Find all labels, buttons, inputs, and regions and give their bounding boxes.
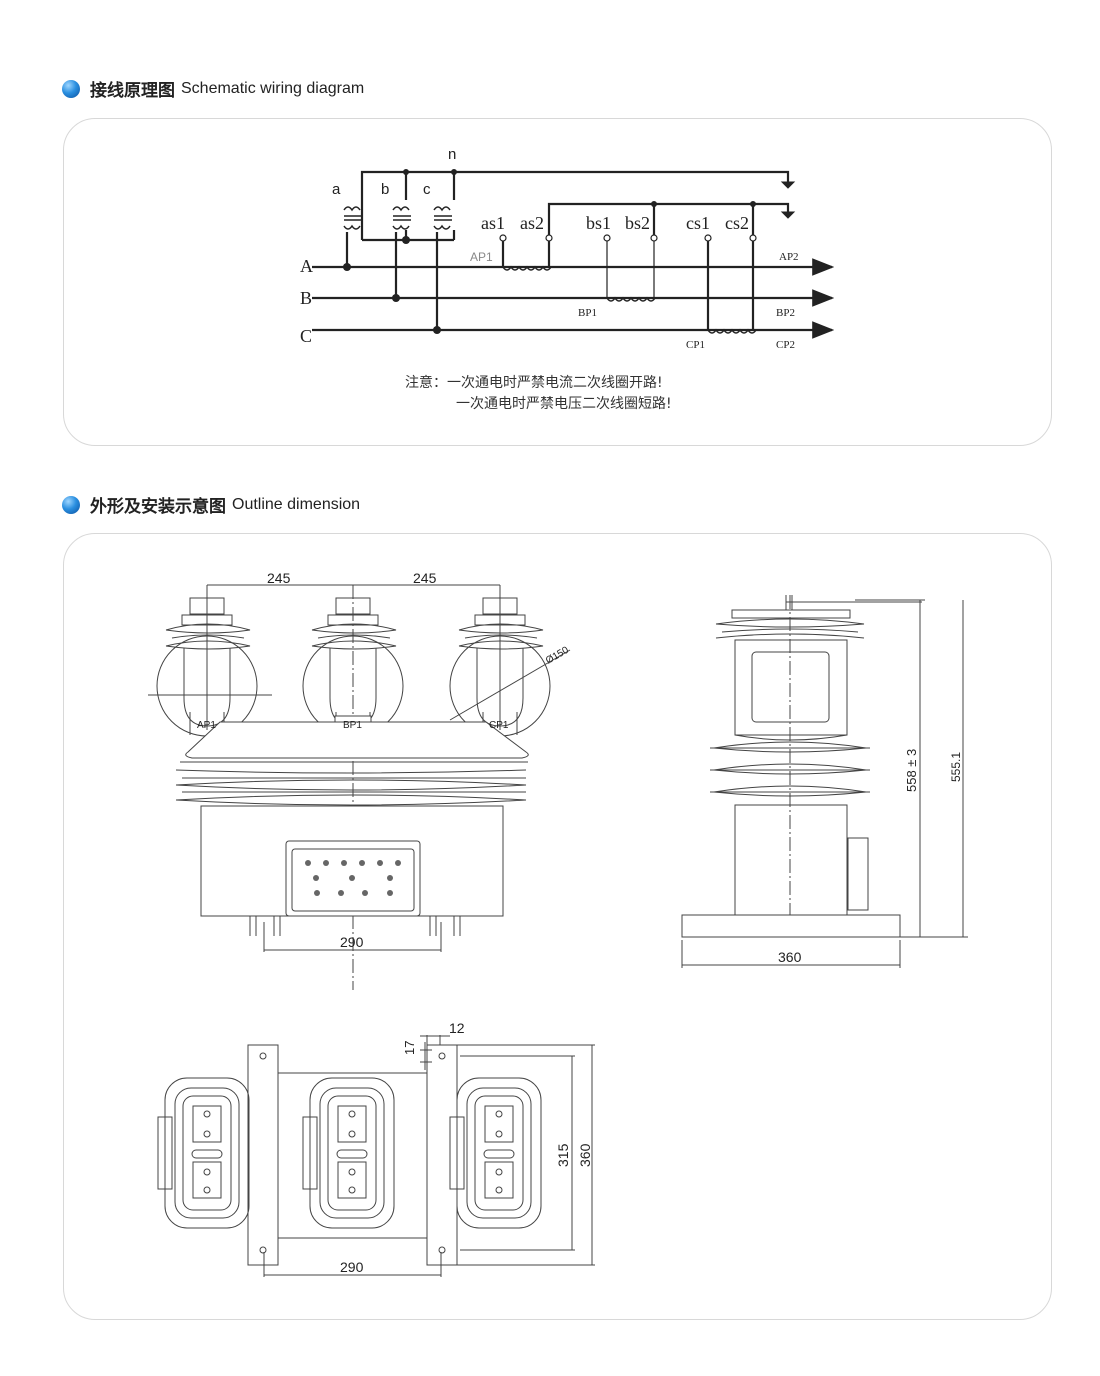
term-ap1: AP1	[197, 720, 216, 731]
top-view	[157, 1035, 595, 1277]
dim-top-base: 290	[340, 1259, 364, 1275]
dim-outer: 360	[577, 1143, 593, 1167]
term-cp1: CP1	[489, 720, 509, 731]
label-n: n	[448, 146, 456, 163]
dim-slot-length: 17	[402, 1041, 417, 1055]
side-view	[681, 595, 968, 968]
note-label: 注意：	[405, 375, 447, 391]
dim-diameter: Ø150	[544, 645, 571, 667]
title-en: Outline dimension	[232, 495, 361, 513]
dim-height-tol: 558 ± 3	[904, 749, 919, 792]
term-ap1: AP1	[470, 250, 493, 264]
term-cs1: cs1	[686, 213, 710, 233]
note-line-2: 一次通电时严禁电压二次线圈短路!	[456, 396, 672, 412]
term-cp2: CP2	[776, 339, 795, 351]
term-bp2: BP2	[776, 307, 795, 319]
warning-note: 注意：一次通电时严禁电流二次线圈开路! 一次通电时严禁电压二次线圈短路!	[405, 373, 672, 415]
dim-inner: 315	[555, 1143, 571, 1167]
label-a: a	[332, 181, 341, 198]
bullet-icon	[62, 79, 80, 98]
phase-label-c: C	[300, 326, 312, 346]
dim-front-base: 290	[340, 934, 364, 950]
section-title-outline: 外形及安装示意图 Outline dimension	[62, 492, 360, 517]
title-en: Schematic wiring diagram	[181, 79, 365, 97]
term-bp1: BP1	[343, 720, 362, 731]
dim-pitch-right: 245	[413, 570, 437, 586]
term-bs2: bs2	[625, 213, 650, 233]
phase-label-b: B	[300, 288, 312, 308]
label-c: c	[423, 181, 431, 198]
term-as2: as2	[520, 213, 544, 233]
front-view	[148, 584, 571, 990]
title-cn: 接线原理图	[90, 81, 175, 101]
term-cs2: cs2	[725, 213, 749, 233]
label-b: b	[381, 181, 389, 198]
outline-panel	[63, 533, 1052, 1320]
dim-pitch-left: 245	[267, 570, 291, 586]
bullet-icon	[62, 495, 80, 514]
dim-slot-width: 12	[449, 1020, 465, 1036]
dim-side-width: 360	[778, 949, 802, 965]
term-ap2: AP2	[779, 251, 799, 263]
section-title-wiring: 接线原理图 Schematic wiring diagram	[62, 76, 364, 101]
note-line-1: 一次通电时严禁电流二次线圈开路!	[447, 375, 663, 391]
term-as1: as1	[481, 213, 505, 233]
schematic-diagram: A B C a b c n as1 as2 bs1 bs2 cs1 cs2 AP…	[300, 146, 835, 351]
term-bs1: bs1	[586, 213, 611, 233]
term-bp1: BP1	[578, 307, 597, 319]
title-cn: 外形及安装示意图	[90, 497, 226, 517]
phase-label-a: A	[300, 256, 313, 276]
term-cp1: CP1	[686, 339, 705, 351]
dim-height: 555.1	[949, 752, 963, 782]
